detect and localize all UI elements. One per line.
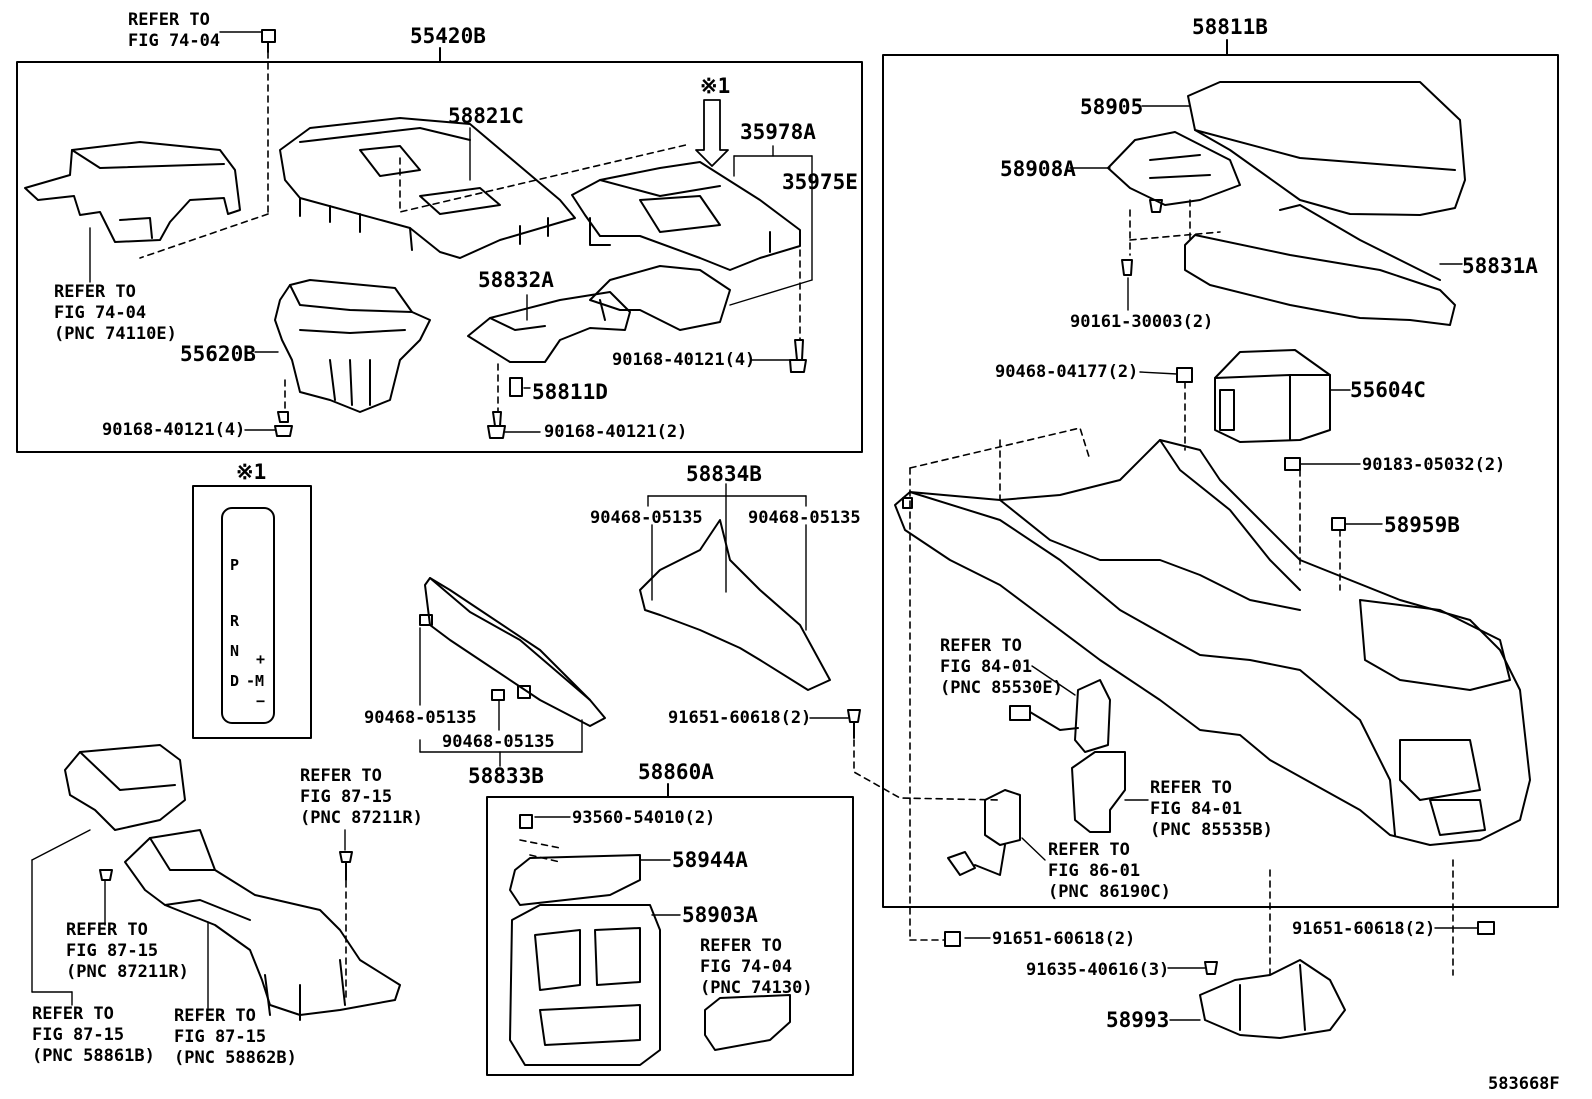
console-box-part	[24, 141, 241, 243]
diagram-id: 583668F	[1488, 1074, 1560, 1094]
refer-label-58862B: REFER TO FIG 87-15 (PNC 58862B)	[174, 1006, 297, 1068]
refer-label-74110E: REFER TO FIG 74-04 (PNC 74110E)	[54, 282, 177, 344]
clip-label-90468-b: 90468-05135	[748, 508, 861, 528]
group-label-58833B: 58833B	[468, 764, 544, 788]
cover-35975E	[589, 265, 731, 331]
part-label-58821C: 58821C	[448, 104, 524, 128]
shift-gate	[221, 507, 275, 724]
leader-lines-bottom-left	[31, 829, 346, 1009]
screw-label-93560: 93560-54010(2)	[572, 808, 716, 828]
lid-trim-58831A	[1184, 204, 1456, 326]
register-58903A	[509, 904, 661, 1066]
refer-label-87211R-a: REFER TO FIG 87-15 (PNC 87211R)	[300, 766, 423, 828]
refer-label-87211R-b: REFER TO FIG 87-15 (PNC 87211R)	[66, 920, 189, 982]
part-label-58811D: 58811D	[532, 380, 608, 404]
refer-label-fig74-04: REFER TO FIG 74-04	[128, 10, 221, 51]
shift-position-d: D	[230, 672, 240, 690]
leader-lines-right	[809, 105, 1479, 1021]
side-panel-58833B	[419, 577, 606, 727]
clip-label-90468-a: 90468-05135	[590, 508, 703, 528]
clip-93560	[519, 814, 533, 829]
shift-position-r: R	[230, 612, 240, 630]
part-label-35978A: 35978A	[740, 120, 816, 144]
screw-label-91651-b: 91651-60618(2)	[992, 929, 1136, 949]
clip-58811D	[509, 377, 523, 397]
shift-position-minus: −	[256, 692, 266, 710]
bracket-58832A	[467, 291, 631, 363]
shift-position-plus: +	[256, 650, 266, 668]
shift-bezel-58821C	[279, 117, 576, 259]
shift-pattern-box	[192, 485, 312, 739]
duct-58862B	[124, 829, 401, 1021]
console-body	[894, 439, 1531, 846]
box-55620B	[274, 279, 431, 413]
group-label-58811B: 58811B	[1192, 15, 1268, 39]
leader-lines-58860A	[534, 816, 681, 916]
assembly-lines-right	[853, 199, 1454, 976]
hinge-58908A	[1107, 131, 1241, 206]
bolt-label-90168-2: 90168-40121(2)	[544, 422, 688, 442]
armrest-58905	[1187, 81, 1466, 216]
part-label-58903A: 58903A	[682, 903, 758, 927]
arrow-icon	[695, 99, 729, 167]
socket-85535B	[1071, 751, 1126, 833]
clip-label-90468-d: 90468-05135	[442, 732, 555, 752]
group-box-58860A	[486, 796, 854, 1076]
screw-label-91651-a: 91651-60618(2)	[668, 708, 812, 728]
assembly-lines-left	[139, 51, 801, 413]
part-label-58832A: 58832A	[478, 268, 554, 292]
cigarette-lighter-85530E	[1009, 679, 1111, 753]
mark-label: ※1	[700, 74, 731, 98]
group-label-58834B: 58834B	[686, 462, 762, 486]
part-label-55604C: 55604C	[1350, 378, 1426, 402]
part-label-58944A: 58944A	[672, 848, 748, 872]
side-panel-58834B	[639, 519, 831, 691]
part-label-58831A: 58831A	[1462, 254, 1538, 278]
clip-label-90468-04177: 90468-04177(2)	[995, 362, 1139, 382]
part-label-58993: 58993	[1106, 1008, 1170, 1032]
group-label-55420B: 55420B	[410, 24, 486, 48]
shift-lever-assy-35978A	[571, 161, 801, 271]
screw-icons-right	[847, 199, 1495, 975]
group-box-58811B	[882, 54, 1559, 908]
shift-position-n: N	[230, 642, 240, 660]
shift-position-p: P	[230, 556, 240, 574]
clip-label-90468-c: 90468-05135	[364, 708, 477, 728]
refer-label-85530E: REFER TO FIG 84-01 (PNC 85530E)	[940, 636, 1063, 698]
part-label-35975E: 35975E	[782, 170, 858, 194]
leader-lines-middle	[419, 483, 807, 767]
duct-58861B	[64, 744, 186, 831]
outlet-74130	[704, 994, 791, 1051]
bolt-label-90168-4a: 90168-40121(4)	[612, 350, 756, 370]
refer-label-85535B: REFER TO FIG 84-01 (PNC 85535B)	[1150, 778, 1273, 840]
shift-position-m: -M	[246, 672, 265, 690]
shift-box-mark: ※1	[236, 460, 267, 484]
group-label-58860A: 58860A	[638, 760, 714, 784]
screw-icons-bottom-left	[99, 851, 353, 881]
refer-label-86190C: REFER TO FIG 86-01 (PNC 86190C)	[1048, 840, 1171, 902]
assembly-lines-58860A	[519, 839, 561, 863]
bracket-58993	[1199, 959, 1346, 1039]
part-label-55620B: 55620B	[180, 342, 256, 366]
screw-label-91651-c: 91651-60618(2)	[1292, 919, 1436, 939]
refer-label-58861B: REFER TO FIG 87-15 (PNC 58861B)	[32, 1004, 155, 1066]
refer-label-74130: REFER TO FIG 74-04 (PNC 74130)	[700, 936, 813, 998]
part-label-58905: 58905	[1080, 95, 1144, 119]
part-label-58959B: 58959B	[1384, 513, 1460, 537]
cover-58944A	[509, 854, 641, 906]
bolt-label-91635: 91635-40616(3)	[1026, 960, 1170, 980]
part-label-58908A: 58908A	[1000, 157, 1076, 181]
clip-label-90183: 90183-05032(2)	[1362, 455, 1506, 475]
bolt-label-90168-4b: 90168-40121(4)	[102, 420, 246, 440]
box-55604C	[1214, 349, 1331, 443]
leader-lines-left	[89, 31, 813, 433]
switch-86190C	[947, 789, 1021, 876]
bolt-label-90161: 90161-30003(2)	[1070, 312, 1214, 332]
